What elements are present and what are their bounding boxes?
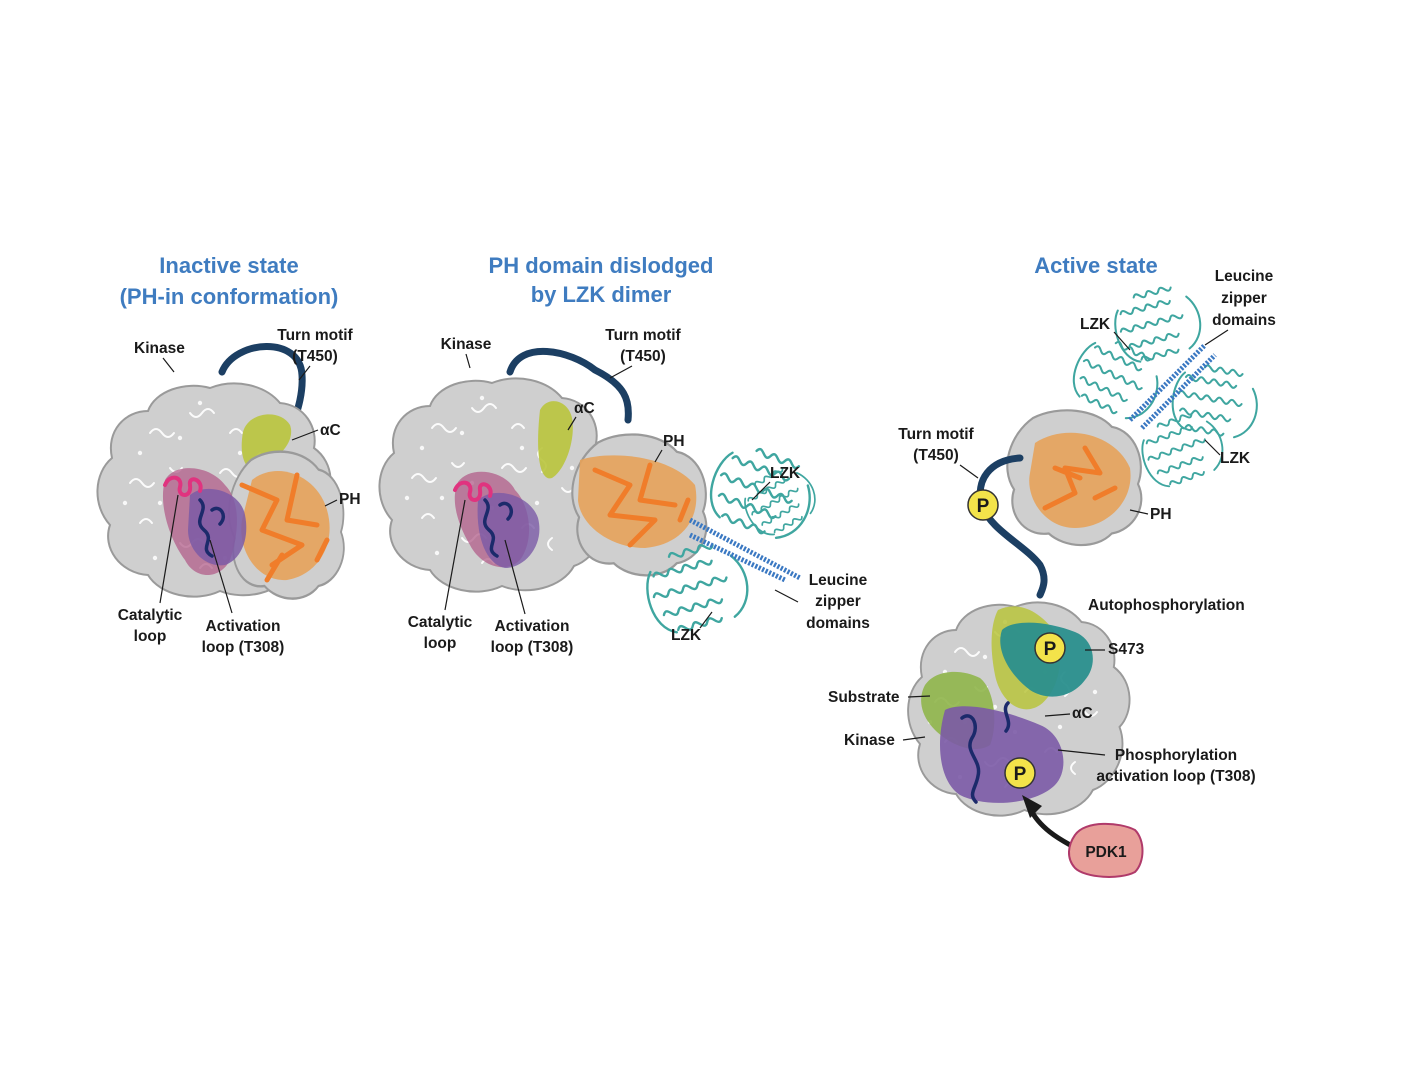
dislodged-ph-label: PH (663, 433, 685, 450)
active-s473-label: S473 (1108, 641, 1145, 658)
panel-active: Active state P (828, 253, 1276, 878)
active-lzk-right-label: LZK (1220, 450, 1251, 467)
active-p-s473-symbol: P (1044, 639, 1057, 660)
active-phos-label-2: activation loop (T308) (1096, 768, 1255, 785)
active-leucine-zipper-a (1128, 343, 1207, 422)
active-turn-motif-linker (976, 454, 1048, 599)
dislodged-catalytic-label-2: loop (424, 635, 457, 652)
dislodged-leucine-zipper-b (688, 532, 787, 583)
dislodged-leucine-zipper-a (688, 517, 802, 581)
dislodged-activation-label-2: loop (T308) (491, 639, 574, 656)
dislodged-turn-motif-site: (T450) (620, 348, 666, 365)
dislodged-turn-motif-linker (506, 347, 632, 424)
dislodged-activation-loop (482, 498, 513, 558)
active-p-t308: P (1004, 757, 1036, 789)
active-phos-label: Phosphorylation (1115, 747, 1237, 764)
inactive-turn-motif-site: (T450) (292, 348, 338, 365)
inactive-catalytic-label: Catalytic (118, 607, 183, 624)
inactive-title-line2: (PH-in conformation) (120, 284, 339, 309)
dislodged-title-line2: by LZK dimer (531, 282, 672, 307)
active-activation-loop (960, 701, 1011, 804)
panel-inactive: Inactive state (PH-in conformation) Kina… (96, 253, 361, 656)
dislodged-turn-motif-label: Turn motif (605, 327, 681, 344)
active-turn-motif-site: (T450) (913, 447, 959, 464)
pdk1-arrowhead (1022, 795, 1042, 818)
active-turn-motif-label: Turn motif (898, 426, 974, 443)
active-autophos-label: Autophosphorylation (1088, 597, 1245, 614)
active-p-t308-symbol: P (1014, 764, 1027, 785)
pdk1-label: PDK1 (1085, 844, 1127, 861)
inactive-catalytic-label-2: loop (134, 628, 167, 645)
active-substrate-label: Substrate (828, 689, 900, 706)
dislodged-lzk-top-label: LZK (770, 465, 801, 482)
active-leucine-label: Leucine (1215, 268, 1274, 285)
inactive-turn-motif-label: Turn motif (277, 327, 353, 344)
inactive-activation-loop (197, 498, 225, 558)
dislodged-ph-domain (571, 433, 708, 577)
active-leucine-label-2: zipper (1221, 290, 1267, 307)
active-leucine-zipper-b (1140, 353, 1217, 430)
inactive-alpha-c (241, 414, 292, 471)
dislodged-leucine-label: Leucine (809, 572, 868, 589)
active-title: Active state (1034, 253, 1158, 278)
dislodged-alpha-c (538, 401, 573, 479)
inactive-alpha-c-label: αC (320, 422, 341, 439)
active-p-s473: P (1034, 632, 1066, 664)
dislodged-activation-label: Activation (495, 618, 570, 635)
inactive-kinase-label: Kinase (134, 340, 185, 357)
dislodged-lzk-bottom-label: LZK (671, 627, 702, 644)
dislodged-kinase-label: Kinase (441, 336, 492, 353)
dislodged-catalytic-label: Catalytic (408, 614, 473, 631)
inactive-activation-label-2: loop (T308) (202, 639, 285, 656)
active-p-t450: P (967, 489, 999, 521)
dislodged-title-line1: PH domain dislodged (489, 253, 714, 278)
active-lzk-top-label: LZK (1080, 316, 1111, 333)
inactive-ph-label: PH (339, 491, 361, 508)
inactive-catalytic-loop (163, 475, 203, 497)
pdk1-enzyme: PDK1 (1068, 822, 1144, 878)
dislodged-lzk-dimer (637, 436, 825, 640)
panel-dislodged: PH domain dislodged by LZK dimer Kinase (378, 253, 870, 656)
active-ph-domain (1006, 409, 1143, 547)
dislodged-catalytic-loop (453, 480, 493, 502)
active-lzk-dimer (1063, 278, 1264, 494)
dislodged-leucine-label-3: domains (806, 615, 870, 632)
active-p-t450-symbol: P (977, 496, 990, 517)
inactive-title-line1: Inactive state (159, 253, 298, 278)
dislodged-alpha-c-label: αC (574, 400, 595, 417)
active-ph-label: PH (1150, 506, 1172, 523)
active-alpha-c-label: αC (1072, 705, 1093, 722)
inactive-ph-domain (227, 450, 346, 600)
active-kinase-label: Kinase (844, 732, 895, 749)
inactive-activation-label: Activation (206, 618, 281, 635)
active-leucine-label-3: domains (1212, 312, 1276, 329)
dislodged-leucine-label-2: zipper (815, 593, 861, 610)
